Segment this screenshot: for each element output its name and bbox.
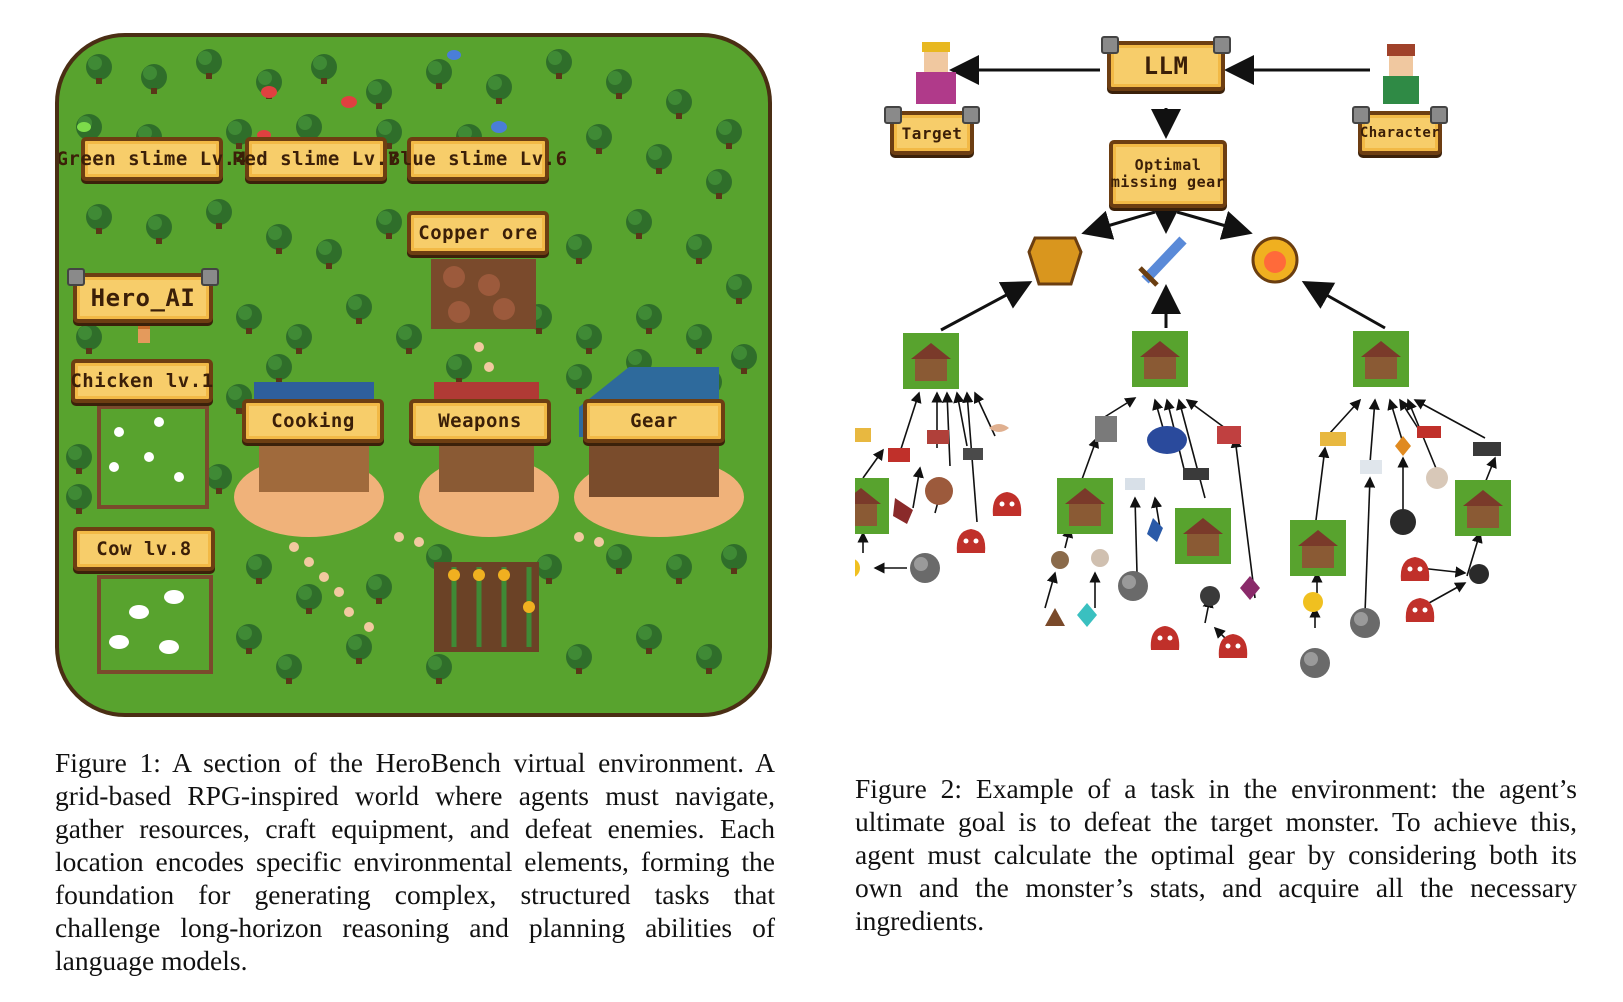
target-label: Target <box>884 106 980 155</box>
label-red-slime: Red slime Lv.7 <box>232 137 399 181</box>
figure-1-caption: Figure 1: A section of the HeroBench vir… <box>55 747 775 976</box>
optimal-line-1: Optimal <box>1134 156 1202 174</box>
diagram-arrows <box>855 55 1511 678</box>
figure-2-task-diagram: LLM Target Character Optimal missing gea… <box>855 28 1595 728</box>
armor-icon <box>1027 236 1083 286</box>
label-cow: Cow lv.8 <box>73 527 215 571</box>
character-hero-icon <box>1383 44 1419 104</box>
label-green-slime: Green slime Lv.4 <box>59 137 247 181</box>
target-monster-icon <box>916 42 956 104</box>
label-blue-slime: Blue slime Lv.6 <box>388 137 567 181</box>
amulet-icon <box>1251 236 1299 284</box>
label-weapons: Weapons <box>409 399 551 443</box>
label-copper-ore: Copper ore <box>407 211 549 255</box>
label-cooking: Cooking <box>242 399 384 443</box>
llm-label: LLM <box>1101 36 1231 91</box>
optimal-missing-gear-label: Optimal missing gear <box>1109 140 1227 208</box>
sword-icon <box>1138 236 1187 287</box>
label-hero-ai: Hero_AI <box>67 268 219 323</box>
figure-1-game-map: Green slime Lv.4 Red slime Lv.7 Blue sli… <box>55 33 772 717</box>
label-chicken: Chicken lv.1 <box>70 359 213 403</box>
optimal-line-2: missing gear <box>1110 173 1226 191</box>
character-label: Character <box>1352 106 1448 155</box>
label-gear: Gear <box>583 399 725 443</box>
figure-2-caption: Figure 2: Example of a task in the envir… <box>855 773 1577 936</box>
